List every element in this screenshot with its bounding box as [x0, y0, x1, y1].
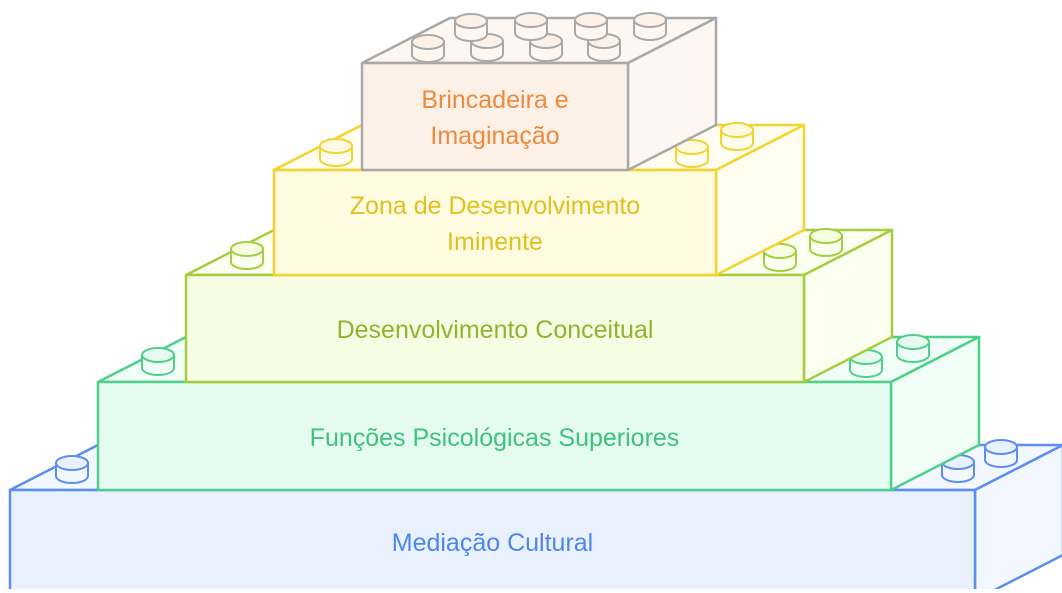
brick-front-face	[96, 380, 893, 492]
brick-stud	[849, 349, 883, 378]
brick-label-desenvolvimento-conceitual: Desenvolvimento Conceitual	[186, 278, 804, 382]
brick-label-line: Zona de Desenvolvimento	[349, 191, 641, 220]
brick-stud	[587, 33, 621, 62]
brick-stud	[984, 439, 1018, 468]
brick-stud	[896, 334, 930, 363]
brick-label-funcoes-psicologicas: Funções Psicológicas Superiores	[98, 385, 891, 490]
brick-stud-top	[984, 439, 1018, 455]
brick-stud	[411, 34, 445, 63]
brick-stud-top	[319, 138, 353, 154]
brick-brincadeira	[360, 12, 718, 172]
brick-front-face	[184, 273, 806, 384]
brick-stud	[319, 138, 353, 167]
brick-label-mediacao-cultural: Mediação Cultural	[10, 493, 975, 593]
brick-stud	[55, 455, 89, 484]
brick-stud	[763, 243, 797, 272]
brick-stud-top	[809, 228, 843, 244]
brick-stud	[141, 347, 175, 376]
brick-label-line: Iminente	[447, 227, 543, 256]
brick-front-face	[8, 488, 977, 589]
brick-stud-top	[141, 347, 175, 363]
brick-label-line: Mediação Cultural	[391, 529, 594, 557]
brick-front-face	[360, 61, 630, 172]
brick-stud	[809, 228, 843, 257]
brick-stud-top	[411, 34, 445, 50]
brick-stud	[720, 122, 754, 151]
brick-label-line: Desenvolvimento Conceitual	[336, 316, 654, 344]
brick-label-line: Imaginação	[430, 122, 560, 150]
brick-front-face	[272, 168, 718, 277]
brick-stud-top	[230, 241, 264, 257]
brick-stud	[633, 12, 667, 41]
brick-stud-top	[514, 12, 548, 28]
brick-stud-top	[574, 12, 608, 28]
brick-label-line: Funções Psicológicas Superiores	[309, 423, 680, 452]
brick-stud	[675, 139, 709, 168]
brick-label-line: Brincadeira e	[421, 86, 569, 114]
brick-label-zona-desenvolvimento: Zona de Desenvolvimento Iminente	[274, 172, 716, 275]
brick-label-brincadeira-imaginacao: Brincadeira e Imaginação	[362, 66, 628, 170]
brick-stud-top	[55, 455, 89, 471]
brick-stud-top	[720, 122, 754, 138]
brick-stud-top	[675, 139, 709, 155]
brick-stud	[454, 13, 488, 42]
brick-stud-top	[633, 12, 667, 28]
brick-stud	[514, 12, 548, 41]
brick-stud-top	[896, 334, 930, 350]
brick-stud-top	[454, 13, 488, 29]
brick-stud	[574, 12, 608, 41]
brick-stud	[230, 241, 264, 270]
